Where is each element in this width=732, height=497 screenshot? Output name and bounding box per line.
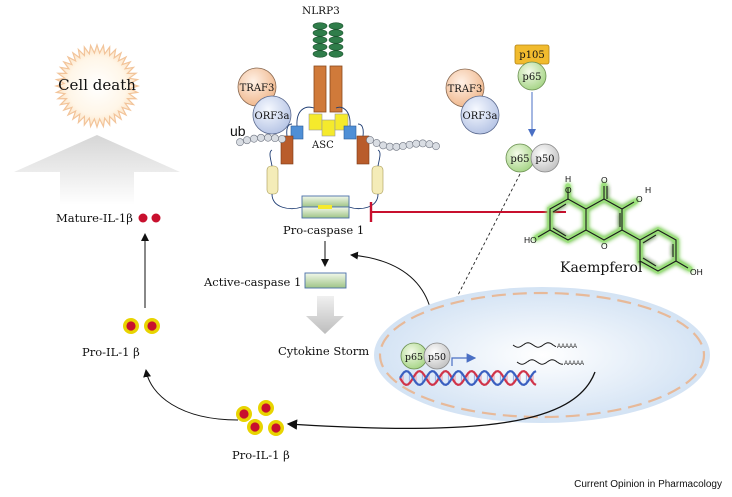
orf3a-left-label: ORF3a [255, 111, 290, 122]
orf3a-left-node [252, 95, 292, 135]
ubiquitin-bead [250, 134, 258, 143]
mrna-strand-2 [516, 359, 564, 365]
mature-il1b-dot-2 [151, 213, 161, 223]
kaempferol-structure [533, 182, 693, 275]
ubiquitin-bead [399, 142, 407, 150]
ubiquitin-bead [425, 140, 434, 149]
big-up-arrow [14, 135, 180, 205]
ubiquitin-chain-right [366, 136, 440, 151]
p50-dimer-node [530, 143, 560, 173]
active-caspase-block [304, 272, 347, 289]
ubiquitin-bead [432, 142, 440, 151]
nucleus [374, 287, 710, 423]
arrow-cluster-to-pro [143, 369, 239, 421]
p65-pair-label: p65 [510, 154, 529, 165]
pro-il1b-bottom-label: Pro-IL-1 β [232, 448, 290, 462]
dna-helix [399, 369, 537, 387]
arrow-nucleus-to-cluster [286, 371, 596, 430]
traf3-right-label: TRAF3 [448, 84, 483, 95]
p50-nucleus-label: p50 [428, 352, 446, 363]
nfkb-pathway: TRAF3 ORF3a p105 p65 p65 p50 [435, 44, 560, 339]
cell-death-burst: Cell death [54, 43, 140, 129]
ubiquitin-bead [257, 133, 265, 142]
traf3-left-label: TRAF3 [240, 83, 275, 94]
ubiquitin-bead [264, 133, 272, 142]
pro-caspase-1 [301, 195, 350, 219]
asc-label: ASC [311, 140, 334, 151]
ubiquitin-bead [366, 136, 374, 144]
mature-il1b-dot-1 [138, 213, 148, 223]
transcription-arrow [451, 353, 477, 366]
nlrp3-nacht-left [313, 65, 327, 113]
orf3a-right-node [460, 95, 500, 135]
ubiquitin-bead [379, 141, 388, 150]
ubiquitin-bead [372, 139, 381, 147]
cytokine-storm-arrow [306, 296, 344, 334]
nlrp3-lrr-domains [312, 22, 344, 58]
svg-text:HO: HO [524, 235, 537, 245]
cell-death-label: Cell death [58, 76, 136, 94]
source-label: Current Opinion in Pharmacology [574, 479, 722, 490]
kaempferol-inhibition [369, 202, 566, 222]
kaempferol-label: Kaempferol [560, 260, 643, 276]
pro-il1b-left-label: Pro-IL-1 β [82, 345, 140, 359]
asc-right [343, 125, 357, 140]
pro-il1b-cluster [236, 400, 284, 436]
ubiquitin-bead [418, 139, 427, 148]
cytokine-storm-label: Cytokine Storm [278, 344, 369, 358]
ubiquitin-bead [412, 139, 421, 148]
p65-top-label: p65 [522, 72, 541, 83]
mature-il1b-label: Mature-IL-1β [56, 211, 133, 225]
svg-text:O: O [565, 185, 572, 195]
mrna-tail-1: AAAAA [557, 344, 577, 350]
nlrp3-inflammasome: NLRP3 ASC ub [230, 5, 440, 210]
pro-il1b-pair [123, 318, 160, 334]
p50-nucleus-node [423, 342, 451, 370]
ubiquitin-bead [278, 135, 286, 143]
svg-text:O: O [636, 194, 643, 204]
svg-text:O: O [601, 175, 608, 185]
ubiquitin-bead [236, 138, 244, 147]
p105-label: p105 [519, 50, 545, 61]
ubiquitin-bead [243, 136, 251, 145]
p50-pair-label: p50 [535, 154, 554, 165]
p65-top-node [517, 61, 547, 91]
orf3a-right-label: ORF3a [463, 111, 498, 122]
kaempferol-atoms: H O O H O O HO OH [524, 174, 703, 277]
mrna-tail-2: AAAAA [564, 361, 584, 367]
svg-text:H: H [565, 174, 571, 184]
svg-text:OH: OH [690, 267, 703, 277]
svg-text:H: H [645, 185, 651, 195]
ubiquitin-bead [392, 142, 401, 151]
ubiquitin-chain-left [236, 133, 286, 147]
nlrp3-label: NLRP3 [302, 5, 340, 17]
nlrp3-nacht-right [329, 65, 343, 113]
ub-label: ub [230, 123, 246, 139]
svg-text:O: O [601, 241, 608, 251]
ubiquitin-bead [405, 140, 414, 149]
ubiquitin-bead [385, 142, 394, 151]
mrna-strand-1 [512, 342, 557, 348]
active-caspase-label: Active-caspase 1 [203, 275, 301, 289]
pro-caspase-label: Pro-caspase 1 [283, 223, 364, 237]
ubiquitin-bead [271, 134, 279, 143]
p65-nucleus-label: p65 [405, 352, 423, 363]
